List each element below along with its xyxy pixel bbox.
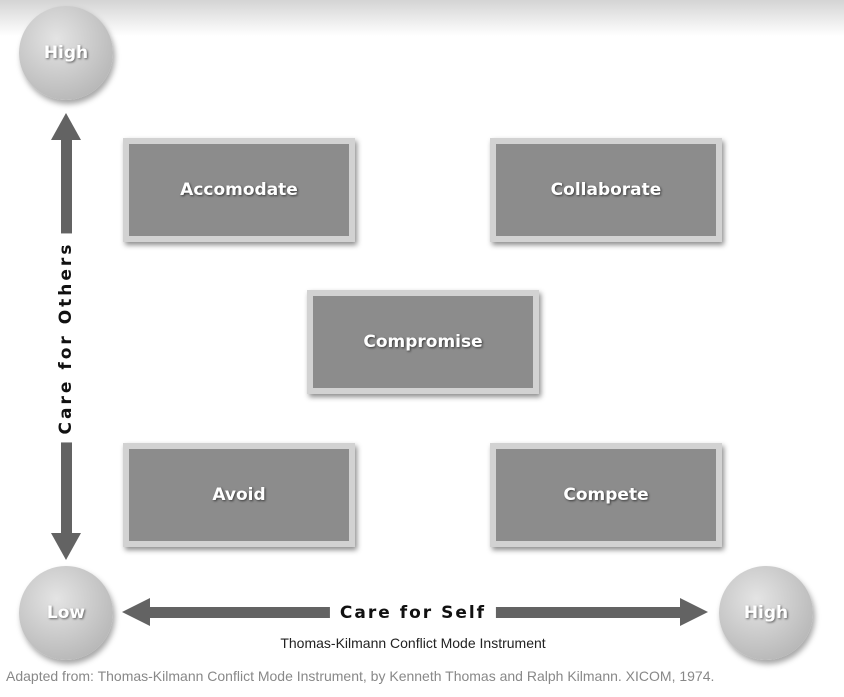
- top-shading: [0, 0, 844, 36]
- mode-collaborate: Collaborate: [490, 138, 722, 242]
- y-axis-label: Care for Others: [56, 233, 76, 443]
- low-circle: Low: [19, 566, 113, 660]
- x-axis-arrowhead-right: [680, 598, 708, 626]
- high-circle-top: High: [19, 6, 113, 100]
- mode-compete: Compete: [490, 443, 722, 547]
- y-axis-arrowhead-up: [51, 113, 81, 140]
- source-credit: Adapted from: Thomas-Kilmann Conflict Mo…: [6, 668, 715, 684]
- x-axis-arrowhead-left: [122, 598, 150, 626]
- mode-accomodate: Accomodate: [123, 138, 355, 242]
- x-axis-label: Care for Self: [329, 603, 497, 623]
- diagram-subtitle: Thomas-Kilmann Conflict Mode Instrument: [280, 635, 546, 651]
- mode-compromise: Compromise: [307, 290, 539, 394]
- mode-avoid: Avoid: [123, 443, 355, 547]
- y-axis-arrowhead-down: [51, 533, 81, 560]
- high-circle-right: High: [719, 566, 813, 660]
